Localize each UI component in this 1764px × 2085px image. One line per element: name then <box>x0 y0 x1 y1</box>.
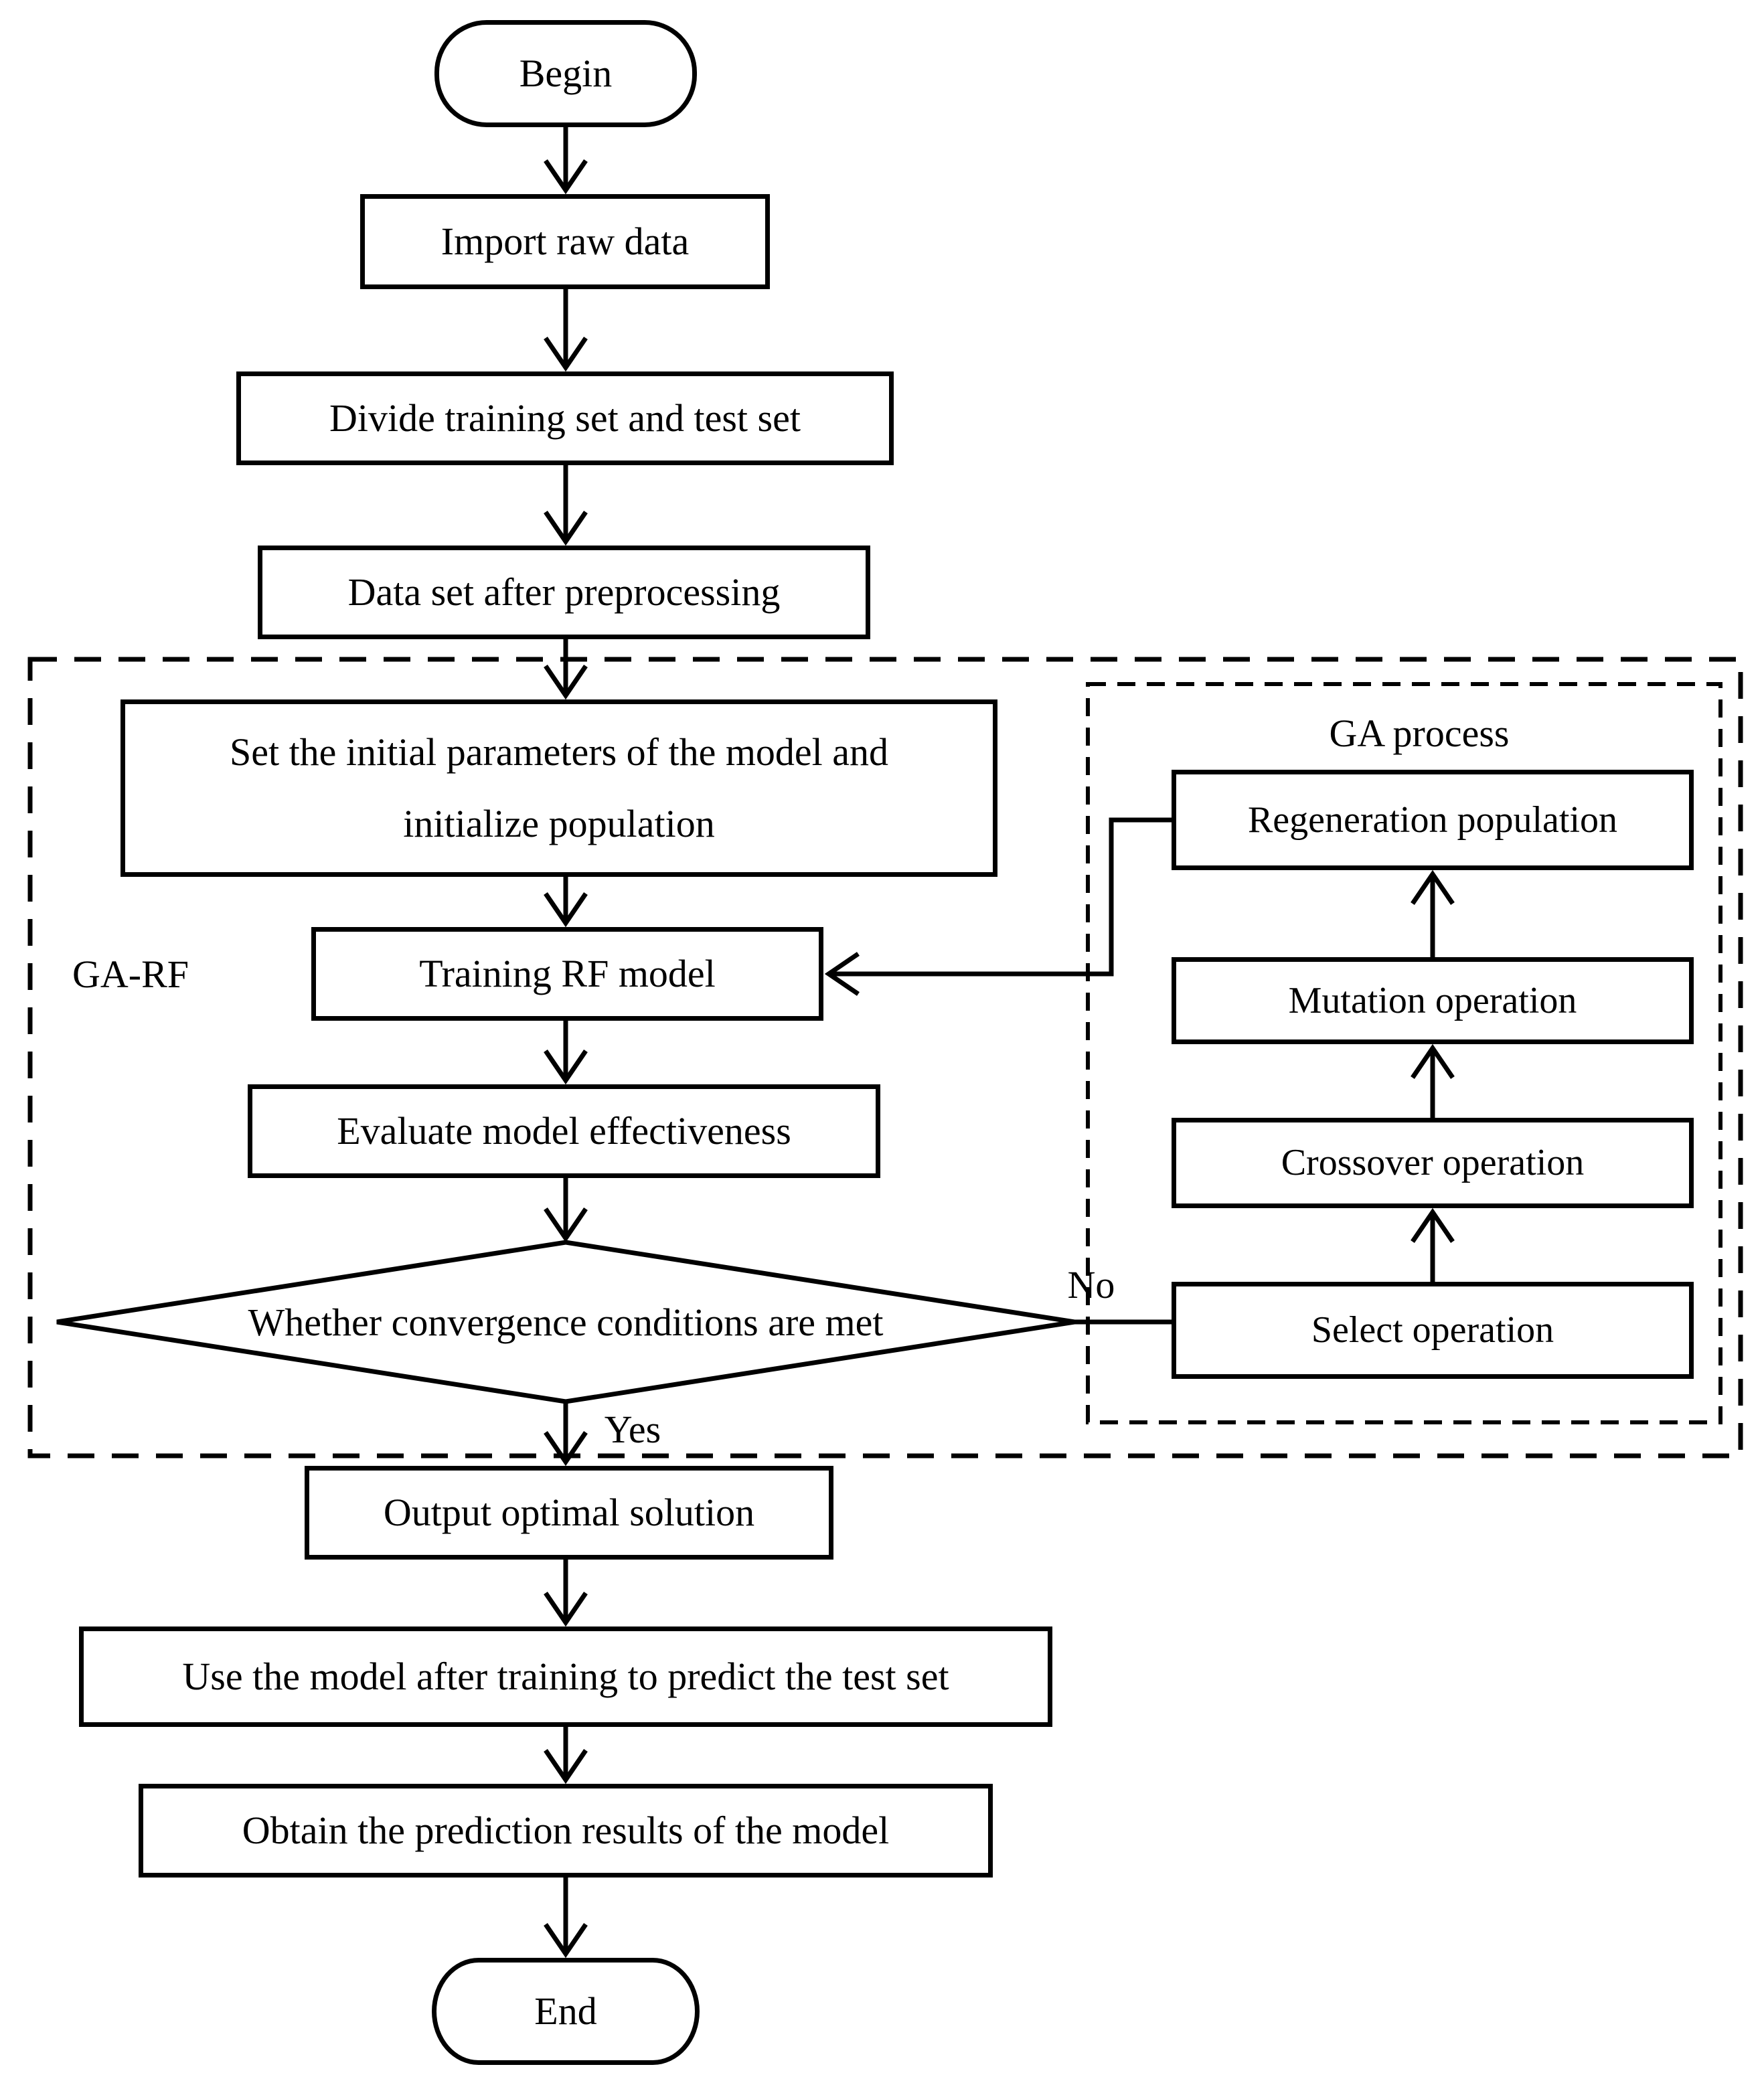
no-label-text: No <box>1067 1263 1115 1307</box>
ga-rf-region-label: GA-RF <box>50 947 211 1001</box>
node-output-optimal-solution: Output optimal solution <box>305 1466 833 1560</box>
node-begin: Begin <box>434 20 697 127</box>
node-begin-label: Begin <box>519 51 613 95</box>
node-divide-label: Divide training set and test set <box>329 396 801 440</box>
node-set-params-line2: initialize population <box>403 801 715 845</box>
connector-regeneration-to-training <box>824 817 1172 996</box>
ga-process-title: GA process <box>1252 706 1587 760</box>
node-evaluate-effectiveness: Evaluate model effectiveness <box>248 1084 880 1178</box>
node-evaluate-label: Evaluate model effectiveness <box>337 1108 791 1153</box>
yes-label-text: Yes <box>604 1408 661 1451</box>
node-regeneration-population: Regeneration population <box>1172 770 1694 870</box>
node-end: End <box>432 1958 700 2065</box>
node-decision-convergence: Whether convergence conditions are met <box>131 1295 1001 1349</box>
decision-yes-label: Yes <box>582 1404 683 1454</box>
node-output-label: Output optimal solution <box>383 1490 755 1534</box>
node-training-rf-model: Training RF model <box>311 927 823 1021</box>
node-use-label: Use the model after training to predict … <box>182 1654 949 1698</box>
node-predict-test-set: Use the model after training to predict … <box>79 1627 1052 1727</box>
ga-process-title-label: GA process <box>1329 711 1510 755</box>
ga-rf-label-text: GA-RF <box>72 952 189 996</box>
node-select-operation: Select operation <box>1172 1282 1694 1379</box>
node-obtain-label: Obtain the prediction results of the mod… <box>242 1808 890 1852</box>
node-import-label: Import raw data <box>440 219 690 263</box>
ga-process-dashed-container <box>1086 682 1722 1424</box>
decision-no-label: No <box>1041 1260 1141 1310</box>
node-divide-sets: Divide training set and test set <box>236 371 894 465</box>
node-regeneration-label: Regeneration population <box>1247 799 1618 841</box>
node-select-label: Select operation <box>1311 1309 1554 1351</box>
node-decision-label: Whether convergence conditions are met <box>248 1300 884 1344</box>
node-set-params-line1: Set the initial parameters of the model … <box>229 730 889 774</box>
node-import-raw-data: Import raw data <box>360 194 770 289</box>
node-dataset-preprocessing: Data set after preprocessing <box>258 546 870 639</box>
node-training-label: Training RF model <box>419 951 716 995</box>
node-crossover-operation: Crossover operation <box>1172 1118 1694 1208</box>
node-obtain-prediction-results: Obtain the prediction results of the mod… <box>139 1784 993 1878</box>
node-set-initial-parameters: Set the initial parameters of the model … <box>121 699 997 877</box>
node-dataset-label: Data set after preprocessing <box>347 570 781 614</box>
node-crossover-label: Crossover operation <box>1281 1142 1585 1184</box>
node-mutation-label: Mutation operation <box>1288 979 1577 1021</box>
node-mutation-operation: Mutation operation <box>1172 957 1694 1044</box>
node-end-label: End <box>534 1989 597 2033</box>
ga-rf-dashed-container <box>27 657 1743 1458</box>
